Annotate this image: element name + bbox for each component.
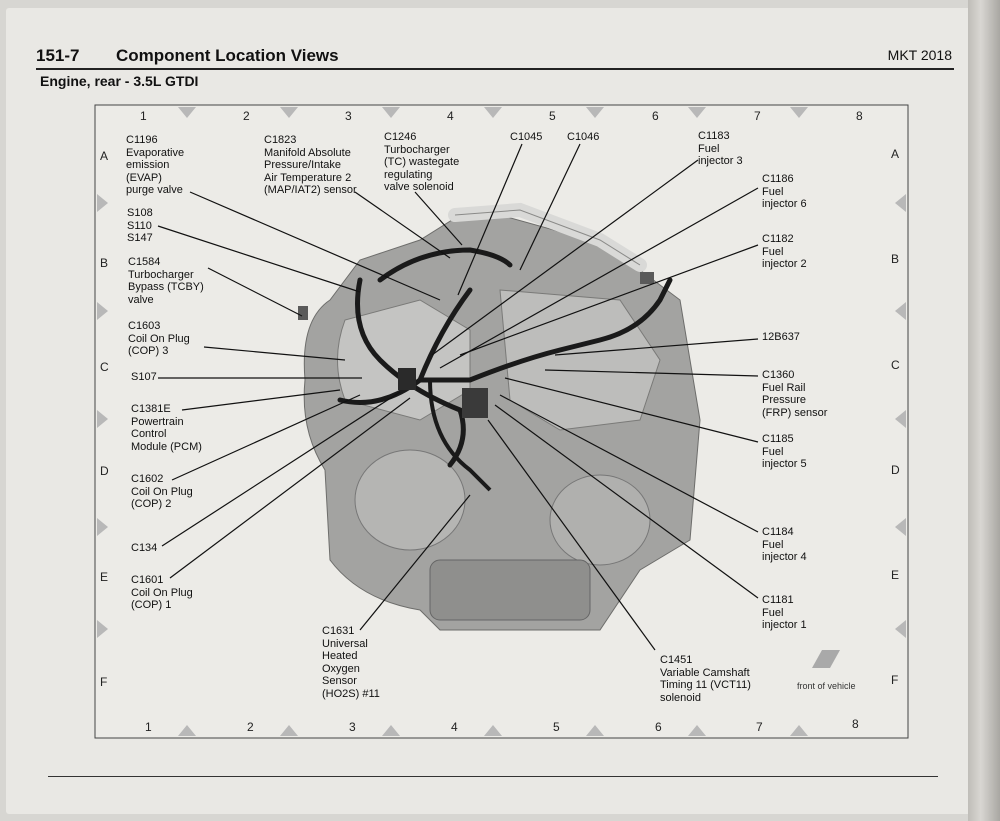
model-label: MKT 2018 bbox=[887, 47, 952, 63]
label-c1823: C1823 Manifold Absolute Pressure/Intake … bbox=[264, 134, 357, 197]
col-top-2: 2 bbox=[243, 109, 250, 123]
col-top-7: 7 bbox=[754, 109, 761, 123]
col-bottom-4: 4 bbox=[451, 720, 458, 734]
col-top-8: 8 bbox=[856, 109, 863, 123]
col-top-1: 1 bbox=[140, 109, 147, 123]
row-left-b: B bbox=[100, 256, 109, 270]
label-c134: C134 bbox=[131, 542, 158, 554]
row-left-c: C bbox=[100, 360, 109, 374]
col-bottom-6: 6 bbox=[655, 720, 662, 734]
label-c1045: C1045 bbox=[510, 131, 543, 143]
leader-lines bbox=[157, 143, 759, 651]
label-c1631: C1631 Universal Heated Oxygen Sensor (HO… bbox=[322, 625, 380, 700]
page-title: Component Location Views bbox=[116, 46, 339, 65]
footer-rule bbox=[48, 776, 938, 777]
row-right-a: A bbox=[891, 147, 900, 161]
label-12b637: 12B637 bbox=[762, 331, 800, 343]
label-c1451: C1451 Variable Camshaft Timing 11 (VCT11… bbox=[660, 654, 751, 704]
col-bottom-5: 5 bbox=[553, 720, 560, 734]
label-s108: S108 S110 S147 bbox=[127, 207, 153, 245]
label-c1602: C1602 Coil On Plug (COP) 2 bbox=[131, 473, 193, 511]
label-c1185: C1185 Fuel injector 5 bbox=[762, 433, 807, 471]
label-c1181: C1181 Fuel injector 1 bbox=[762, 594, 807, 632]
label-c1381e: C1381E Powertrain Control Module (PCM) bbox=[131, 403, 202, 453]
label-c1196: C1196 Evaporative emission (EVAP) purge … bbox=[126, 134, 185, 197]
col-top-5: 5 bbox=[549, 109, 556, 123]
col-top-3: 3 bbox=[345, 109, 352, 123]
col-top-6: 6 bbox=[652, 109, 659, 123]
label-c1360: C1360 Fuel Rail Pressure (FRP) sensor bbox=[762, 369, 828, 419]
row-right-c: C bbox=[891, 358, 900, 372]
row-right-e: E bbox=[891, 568, 900, 582]
label-c1183: C1183 Fuel injector 3 bbox=[698, 130, 743, 168]
col-top-4: 4 bbox=[447, 109, 454, 123]
label-c1601: C1601 Coil On Plug (COP) 1 bbox=[131, 574, 193, 612]
label-c1184: C1184 Fuel injector 4 bbox=[762, 526, 807, 564]
row-left-d: D bbox=[100, 464, 109, 478]
col-bottom-2: 2 bbox=[247, 720, 254, 734]
row-left-a: A bbox=[100, 149, 109, 163]
label-c1186: C1186 Fuel injector 6 bbox=[762, 173, 807, 211]
label-c1246: C1246 Turbocharger (TC) wastegate regula… bbox=[384, 131, 460, 194]
front-of-vehicle-label: front of vehicle bbox=[797, 681, 856, 691]
view-subtitle: Engine, rear - 3.5L GTDI bbox=[40, 73, 199, 89]
grid-markers bbox=[97, 107, 906, 736]
front-arrow-icon bbox=[812, 650, 840, 668]
section-number: 151-7 bbox=[36, 46, 80, 65]
page-edge bbox=[968, 0, 1000, 821]
label-c1584: C1584 Turbocharger Bypass (TCBY) valve bbox=[128, 256, 204, 306]
col-bottom-1: 1 bbox=[145, 720, 152, 734]
label-s107: S107 bbox=[131, 371, 157, 383]
row-right-f: F bbox=[891, 673, 899, 687]
row-left-f: F bbox=[100, 675, 108, 689]
header-rule bbox=[36, 68, 954, 70]
label-c1603: C1603 Coil On Plug (COP) 3 bbox=[128, 320, 190, 358]
row-right-d: D bbox=[891, 463, 900, 477]
row-left-e: E bbox=[100, 570, 109, 584]
label-c1046: C1046 bbox=[567, 131, 600, 143]
row-right-b: B bbox=[891, 252, 900, 266]
col-bottom-3: 3 bbox=[349, 720, 356, 734]
label-c1182: C1182 Fuel injector 2 bbox=[762, 233, 807, 271]
engine-illustration bbox=[298, 202, 701, 631]
col-bottom-7: 7 bbox=[756, 720, 763, 734]
col-bottom-8: 8 bbox=[852, 717, 859, 731]
